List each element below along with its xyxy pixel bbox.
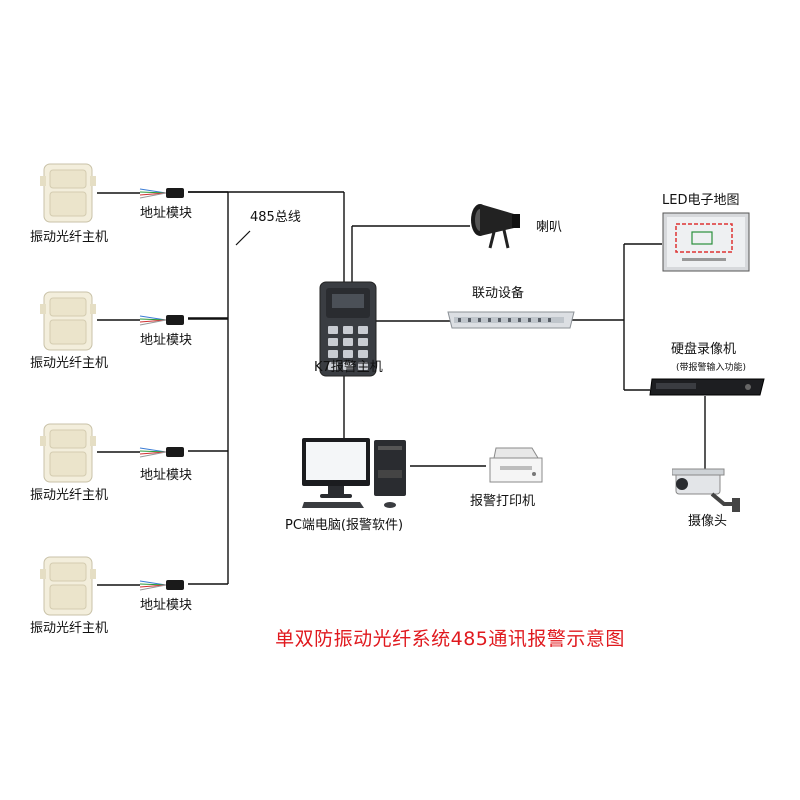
address-module-label-3: 地址模块 <box>140 468 193 483</box>
fiber-host-device-1 <box>40 163 96 223</box>
dvr-note: (带报警输入功能) <box>676 363 747 373</box>
address-module-icon-1 <box>139 188 184 199</box>
fiber-host-device-3 <box>40 423 96 483</box>
alarm-host-label: K7报警主机 <box>314 360 383 375</box>
speaker-icon <box>471 204 520 249</box>
diagram-title: 单双防振动光纤系统485通讯报警示意图 <box>275 628 625 650</box>
fiber-host-label-3: 振动光纤主机 <box>30 488 109 503</box>
dvr-device <box>649 378 765 396</box>
address-module-icon-2 <box>139 315 184 326</box>
speaker-label: 喇叭 <box>536 220 563 235</box>
led-map-device <box>662 212 750 272</box>
address-module-icon-3 <box>139 447 184 458</box>
printer-icon <box>489 447 543 483</box>
camera-icon <box>672 468 740 512</box>
linkage-device <box>447 311 575 329</box>
dvr-label: 硬盘录像机 <box>671 342 737 357</box>
fiber-host-device-2 <box>40 291 96 351</box>
printer-label: 报警打印机 <box>470 494 536 509</box>
camera-label: 摄像头 <box>688 514 728 529</box>
linkage-label: 联动设备 <box>472 286 525 301</box>
address-module-label-1: 地址模块 <box>140 206 193 221</box>
led-map-label: LED电子地图 <box>662 193 740 208</box>
fiber-host-label-1: 振动光纤主机 <box>30 230 109 245</box>
pc-label: PC端电脑(报警软件) <box>285 518 404 533</box>
address-module-label-2: 地址模块 <box>140 333 193 348</box>
fiber-host-device-4 <box>40 556 96 616</box>
fiber-host-label-4: 振动光纤主机 <box>30 621 109 636</box>
bus-label: 485总线 <box>250 210 301 225</box>
address-module-icon-4 <box>139 580 184 591</box>
pc-icon <box>302 438 406 508</box>
alarm-host-device <box>319 281 377 377</box>
address-module-label-4: 地址模块 <box>140 598 193 613</box>
fiber-host-label-2: 振动光纤主机 <box>30 356 109 371</box>
